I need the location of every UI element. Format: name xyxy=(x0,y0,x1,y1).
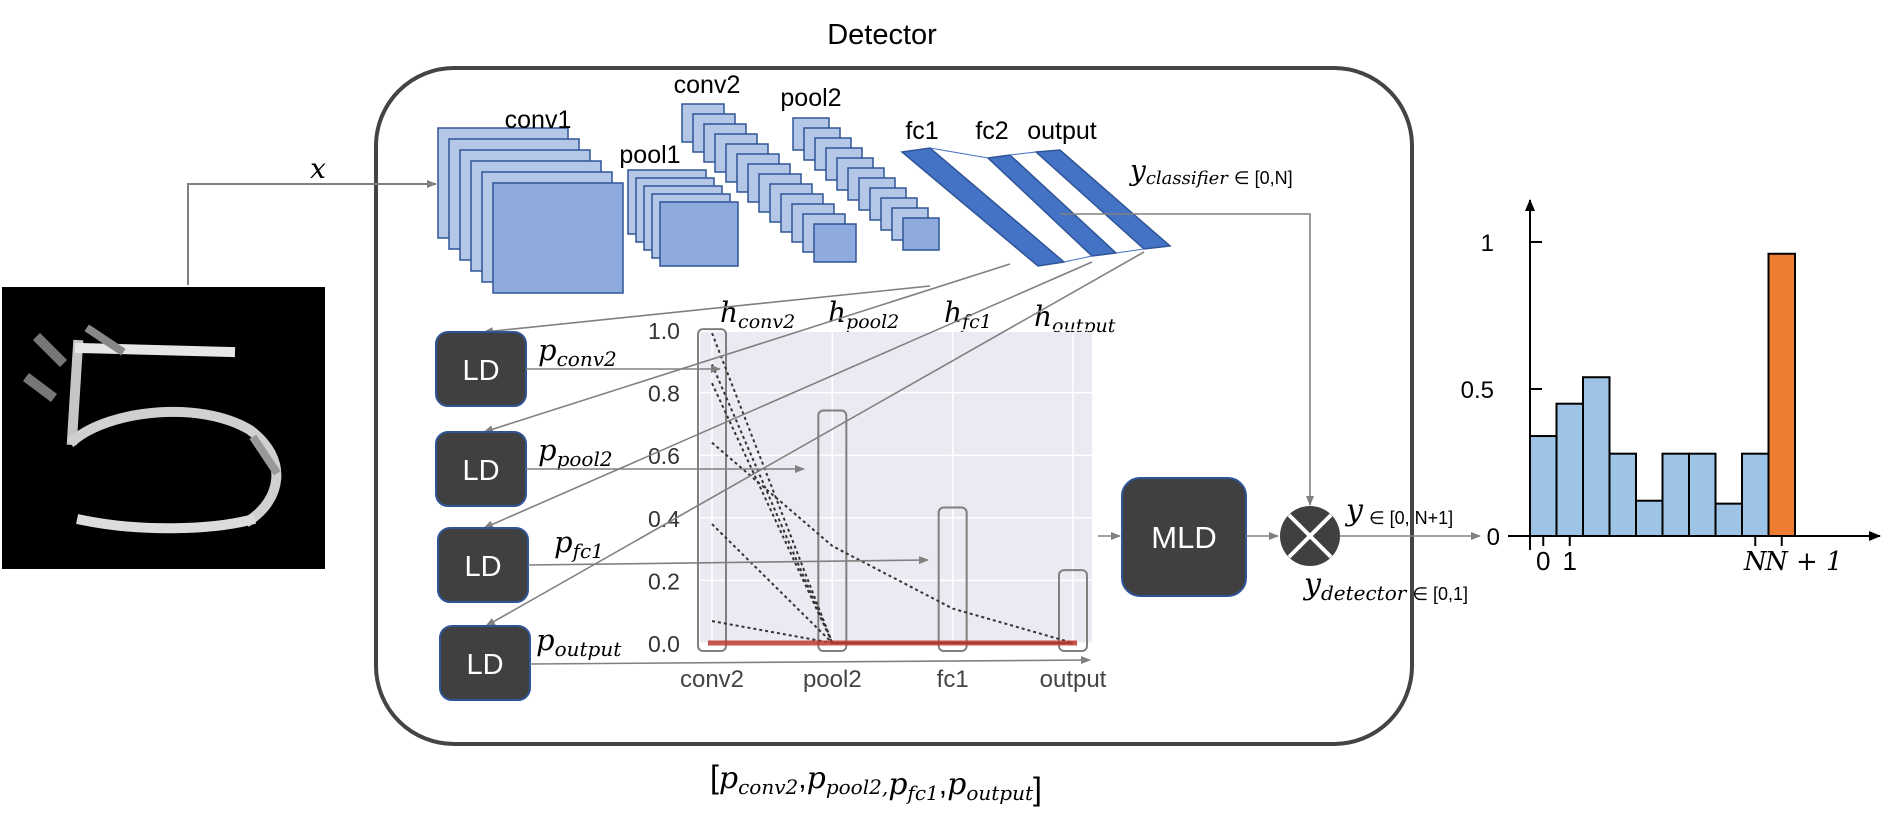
svg-text:MLD: MLD xyxy=(1151,520,1216,555)
chart-y-tick-label: 0.8 xyxy=(648,381,680,407)
y-detector-label: ydetector∈ [0,1] xyxy=(1302,567,1468,605)
conv1-label: conv1 xyxy=(505,106,572,134)
conv2-stack xyxy=(681,103,857,263)
chart-x-tick-label: fc1 xyxy=(937,666,969,693)
histogram-bar xyxy=(1661,452,1690,537)
h-fc1-to-ld3-arrow xyxy=(483,261,1093,529)
pool2-label: pool2 xyxy=(780,84,841,112)
chart-y-tick-label: 0.2 xyxy=(648,568,680,594)
histogram-y-tick-label: 0 xyxy=(1487,524,1500,551)
chart-y-tick-label: 0.0 xyxy=(648,631,680,657)
p-fc1-arrow xyxy=(527,556,929,566)
histogram-bar xyxy=(1582,376,1611,537)
output-layer xyxy=(1034,149,1172,250)
p-output-label: poutput xyxy=(536,623,622,661)
conv2-label: conv2 xyxy=(674,71,741,99)
fc1-label: fc1 xyxy=(905,117,938,145)
pool1-label: pool1 xyxy=(619,141,680,169)
chart-series-line xyxy=(711,364,1073,644)
svg-text:LD: LD xyxy=(462,355,499,387)
svg-text:LD: LD xyxy=(462,455,499,487)
histogram-y-tick-label: 0.5 xyxy=(1461,377,1494,404)
ld-box-fc1: LD xyxy=(437,527,529,603)
input-arrow xyxy=(187,180,437,285)
detector-frame xyxy=(374,66,1414,746)
p-output-arrow xyxy=(529,656,1091,665)
histogram-bar xyxy=(1714,502,1743,538)
h-conv2-label: hconv2 xyxy=(720,296,795,333)
input-label: x xyxy=(310,152,326,185)
mnist-digit-image xyxy=(2,287,325,569)
h-pool2-to-ld2-arrow xyxy=(483,263,1011,434)
p-conv2-label: pconv2 xyxy=(538,333,617,371)
y-classifier-arrow xyxy=(1060,213,1314,506)
pool2-stack xyxy=(792,117,940,251)
chart-y-tick-label: 0.6 xyxy=(648,443,680,469)
histogram-bar-detector xyxy=(1767,252,1796,537)
chart-x-tick-label: output xyxy=(1040,666,1107,693)
pool1-stack xyxy=(627,169,739,267)
h-fc1-label: hfc1 xyxy=(944,296,992,333)
chart-series-line xyxy=(711,441,1074,644)
histogram-x-tick-label: N xyxy=(1743,547,1768,577)
histogram-bar xyxy=(1608,452,1637,537)
y-classifier-label: yclassifier∈ [0,N] xyxy=(1128,154,1293,189)
h-conv2-to-ld1-arrow xyxy=(483,285,931,336)
chart-envelope-box xyxy=(937,506,968,653)
h-pool2-label: hpool2 xyxy=(828,296,899,333)
histogram-y-tick-label: 1 xyxy=(1481,230,1494,257)
vector-caption: [pconv2,ppool2,pfc1,poutput] xyxy=(710,759,1042,807)
chart-x-tick-label: pool2 xyxy=(803,666,862,693)
output-layer-label: output xyxy=(1027,117,1097,145)
fc2-label: fc2 xyxy=(975,117,1008,145)
conv1-map xyxy=(492,182,624,294)
ld-box-output: LD xyxy=(439,625,531,701)
multiply-node-icon xyxy=(1280,506,1340,566)
detector-title: Detector xyxy=(827,19,937,51)
conv2-map xyxy=(813,223,857,263)
ld-box-conv2: LD xyxy=(435,331,527,407)
histogram-x-tick-label: 1 xyxy=(1563,546,1577,576)
chart-background xyxy=(700,332,1092,643)
chart-envelope-box xyxy=(1058,569,1088,653)
y-final-label: y∈ [0, N+1] xyxy=(1344,493,1453,528)
svg-text:LD: LD xyxy=(464,551,501,583)
histogram-bar xyxy=(1529,435,1558,538)
p-pool2-label: ppool2 xyxy=(538,433,613,471)
h-output-label: houtput xyxy=(1034,300,1116,337)
p-fc1-label: pfc1 xyxy=(554,525,604,563)
ld-box-pool2: LD xyxy=(435,431,527,507)
histogram-bar xyxy=(1741,452,1770,537)
histogram-x-tick-label: 0 xyxy=(1536,546,1550,576)
pool2-map xyxy=(902,217,940,251)
chart-x-tick-label: conv2 xyxy=(680,666,744,693)
mld-box: MLD xyxy=(1121,477,1247,597)
pool1-map xyxy=(659,201,739,267)
histogram-bar xyxy=(1688,452,1717,537)
histogram-bar xyxy=(1555,402,1584,538)
chart-y-tick-label: 1.0 xyxy=(648,318,680,344)
chart-envelope-box xyxy=(817,409,848,653)
conv1-stack xyxy=(437,127,624,294)
histogram-bar xyxy=(1635,499,1664,537)
svg-text:LD: LD xyxy=(466,649,503,681)
histogram-x-tick-label: N + 1 xyxy=(1764,547,1843,577)
